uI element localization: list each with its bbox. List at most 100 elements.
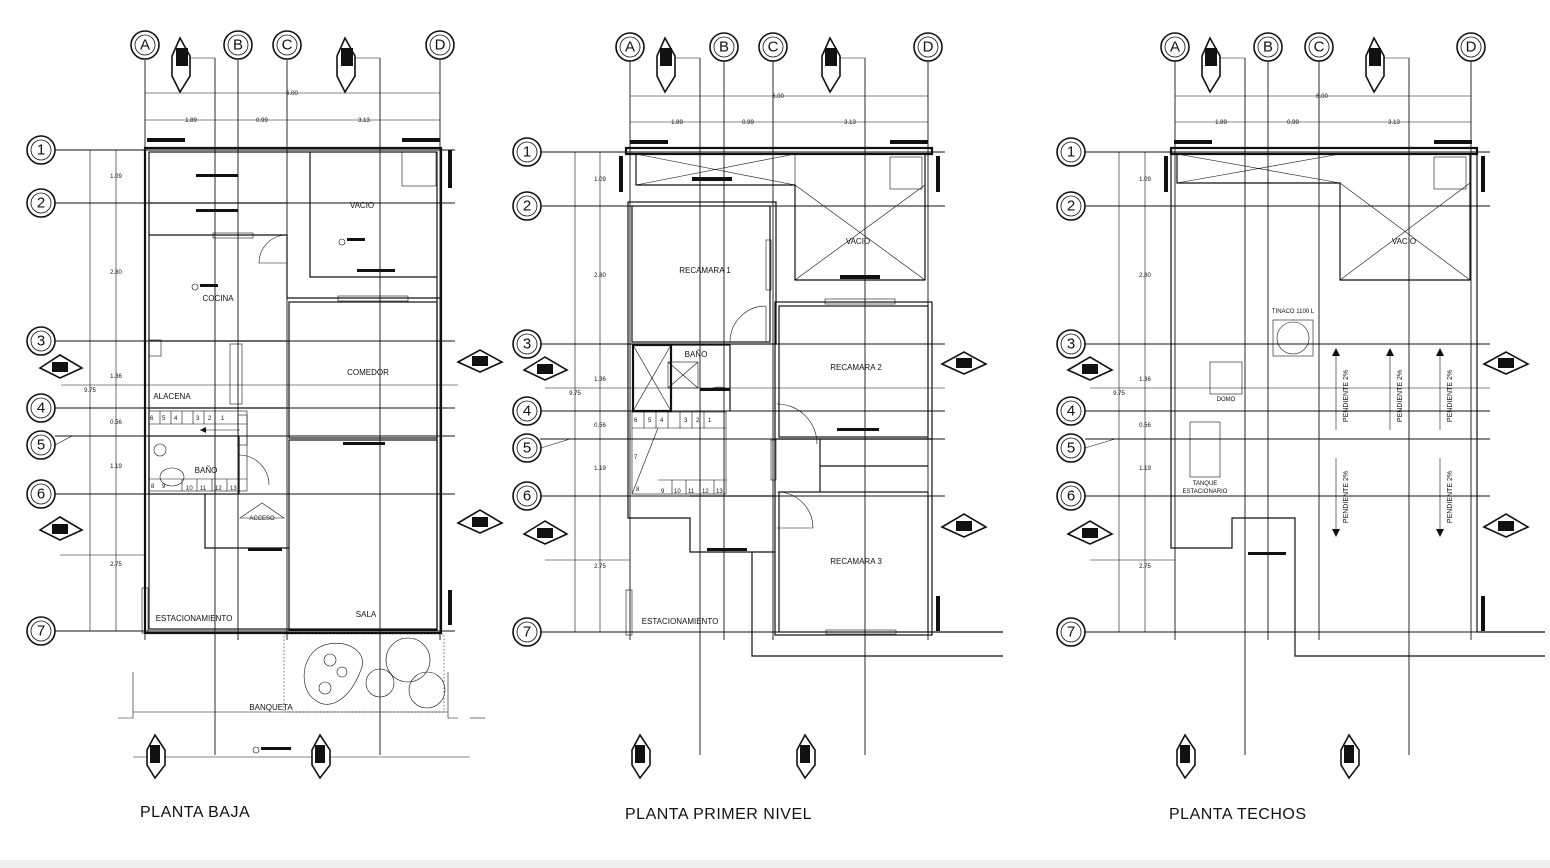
dim-width-3: 3.13: [358, 118, 370, 124]
room-vacio: VACIO: [846, 237, 870, 246]
dim-height-3: 1.36: [1139, 377, 1151, 383]
label-pendiente: PENDIENTE 2%: [1447, 370, 1454, 422]
section-marker: [1066, 520, 1114, 545]
label-estacionario: ESTACIONARIO: [1183, 489, 1228, 495]
room-vacio: VACIO: [350, 201, 374, 210]
room-recamara-2: RECAMARA 2: [830, 363, 882, 372]
label-tinaco: TINACO 1100 L: [1272, 309, 1315, 315]
dim-total-width: 6.00: [772, 94, 784, 100]
plan-title-techos: PLANTA TECHOS: [1169, 806, 1307, 823]
svg-text:6: 6: [37, 486, 45, 503]
svg-text:3: 3: [1067, 336, 1075, 353]
dim-height-6: 2.75: [110, 562, 122, 568]
section-marker: [1482, 513, 1530, 538]
svg-text:2: 2: [1067, 198, 1075, 215]
svg-text:7: 7: [523, 624, 531, 641]
dim-total-height: 9.75: [569, 391, 581, 397]
grid-bubble-col-a: A: [1160, 32, 1190, 62]
section-marker: [940, 513, 988, 538]
grid-bubble-col-a: A: [130, 30, 160, 60]
grid-bubble-col-d: D: [425, 30, 455, 60]
svg-text:B: B: [233, 37, 243, 54]
section-marker: [38, 354, 84, 379]
dim-height-1: 1.09: [1139, 177, 1151, 183]
slope-arrows: PENDIENTE 2% PENDIENTE 2% PENDIENTE 2% P…: [1332, 348, 1454, 537]
section-marker: [1176, 733, 1196, 780]
svg-text:5: 5: [1067, 440, 1075, 457]
svg-text:2: 2: [523, 198, 531, 215]
plan-planta-baja: 6.00 1.89 0.99 3.13 9.75 1.09 2.80 1.36 …: [26, 30, 504, 821]
label-pendiente: PENDIENTE 2%: [1447, 471, 1454, 523]
dim-height-4: 0.56: [1139, 423, 1151, 429]
grid-bubble-col-d: D: [1456, 32, 1486, 62]
grid-bubble-row-6: 6: [512, 481, 542, 511]
room-comedor: COMEDOR: [347, 368, 389, 377]
dim-height-4: 0.56: [594, 423, 606, 429]
grid-bubble-row-4: 4: [512, 396, 542, 426]
room-estacionamiento: ESTACIONAMIENTO: [642, 617, 719, 626]
dim-height-3: 1.36: [110, 374, 122, 380]
section-marker: [821, 36, 841, 94]
dim-height-5: 1.19: [110, 464, 122, 470]
svg-text:B: B: [719, 39, 729, 56]
dim-width-1: 1.89: [1215, 120, 1227, 126]
svg-text:4: 4: [37, 400, 45, 417]
dim-total-height: 9.75: [1113, 391, 1125, 397]
svg-text:5: 5: [523, 440, 531, 457]
dim-height-3: 1.36: [594, 377, 606, 383]
dim-height-6: 2.75: [594, 564, 606, 570]
stair-step-label: 1: [221, 416, 225, 422]
section-marker: [171, 36, 191, 94]
room-estacionamiento: ESTACIONAMIENTO: [156, 614, 233, 623]
section-marker: [146, 733, 166, 780]
svg-text:C: C: [768, 39, 779, 56]
grid-bubble-col-a: A: [615, 32, 645, 62]
stair-step-label: 10: [674, 489, 681, 495]
dim-width-1: 1.89: [671, 120, 683, 126]
dim-width-3: 3.13: [844, 120, 856, 126]
section-marker: [38, 516, 84, 541]
svg-text:1: 1: [37, 142, 45, 159]
dim-width-2: 0.99: [256, 118, 268, 124]
stair-step-label: 4: [174, 416, 178, 422]
dim-total-width: 6.00: [286, 91, 298, 97]
section-marker: [796, 733, 816, 780]
section-marker: [522, 520, 569, 545]
dim-width-2: 0.99: [1287, 120, 1299, 126]
svg-text:4: 4: [1067, 403, 1075, 420]
svg-text:3: 3: [523, 336, 531, 353]
grid-bubble-row-1: 1: [512, 137, 542, 167]
grid-bubble-row-3: 3: [512, 329, 542, 359]
stair-step-label: 9: [661, 489, 665, 495]
room-alacena: ALACENA: [153, 392, 191, 401]
svg-text:1: 1: [523, 144, 531, 161]
stair-step-label: 8: [151, 484, 155, 490]
room-cocina: COCINA: [202, 294, 234, 303]
svg-text:6: 6: [1067, 488, 1075, 505]
grid-bubble-row-2: 2: [1056, 191, 1086, 221]
svg-text:7: 7: [37, 623, 45, 640]
dim-height-2: 2.80: [110, 270, 122, 276]
stairs-planta-baja: 6 5 4 3 2 1 8 9 10 11 12 13: [148, 410, 248, 492]
label-acceso: ACCESO: [249, 516, 275, 522]
grid-bubble-col-d: D: [913, 32, 943, 62]
label-pendiente: PENDIENTE 2%: [1343, 471, 1350, 523]
dim-height-5: 1.19: [1139, 466, 1151, 472]
grid-bubble-col-b: B: [709, 32, 739, 62]
stair-step-label: 11: [200, 486, 207, 492]
grid-bubble-col-b: B: [223, 30, 253, 60]
svg-text:D: D: [1466, 39, 1477, 56]
room-sala: SALA: [356, 610, 377, 619]
stair-step-label: 10: [186, 486, 193, 492]
dim-total-width: 6.00: [1316, 94, 1328, 100]
svg-text:7: 7: [1067, 624, 1075, 641]
stair-step-label: 4: [660, 418, 664, 424]
bottom-strip: [0, 860, 1550, 868]
dim-width-3: 3.13: [1388, 120, 1400, 126]
svg-text:4: 4: [523, 403, 531, 420]
grid-bubble-row-7: 7: [512, 617, 542, 647]
grid-bubble-col-c: C: [758, 32, 788, 62]
grid-bubble-row-3: 3: [1056, 329, 1086, 359]
dim-height-2: 2.80: [1139, 273, 1151, 279]
